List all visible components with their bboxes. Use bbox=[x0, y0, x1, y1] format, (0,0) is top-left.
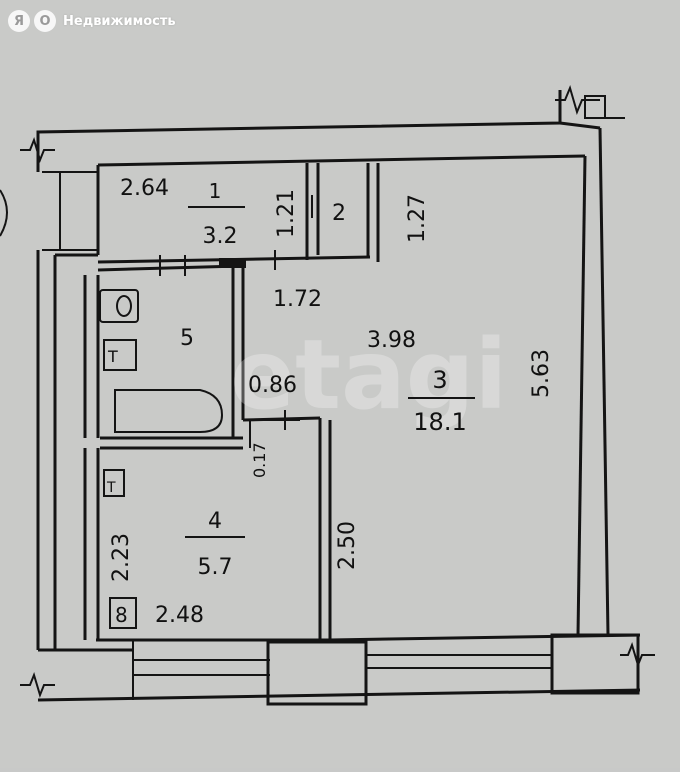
stove-box bbox=[109, 597, 137, 629]
dim-partition-length: 1.72 bbox=[273, 287, 322, 312]
dim-kitchen-partition: 2.50 bbox=[335, 521, 360, 570]
logo-circle-o: О bbox=[34, 10, 56, 32]
svg-text:4: 4 bbox=[208, 509, 222, 534]
svg-text:18.1: 18.1 bbox=[413, 408, 466, 436]
toilet-bowl-icon bbox=[116, 295, 132, 317]
bathroom-fixtures bbox=[99, 289, 224, 433]
svg-text:1: 1 bbox=[209, 179, 222, 203]
logo-circle-ya: Я bbox=[8, 10, 30, 32]
logo-brand-text: Недвижимость bbox=[63, 13, 176, 29]
break-marks-left bbox=[20, 136, 655, 699]
dim-room3-width: 3.98 bbox=[367, 328, 416, 353]
break-mark-top bbox=[555, 85, 625, 119]
dim-room1-width: 2.64 bbox=[120, 176, 169, 201]
dim-room1-depth: 1.21 bbox=[274, 189, 299, 238]
sink-icon bbox=[103, 339, 137, 371]
dim-passage-offset: 0.17 bbox=[250, 442, 269, 478]
dim-room3-length: 5.63 bbox=[529, 349, 554, 398]
svg-text:5.7: 5.7 bbox=[198, 555, 233, 580]
dim-kitchen-length: 2.23 bbox=[109, 533, 134, 582]
edge-arc bbox=[0, 189, 8, 237]
room-5-label: 5 bbox=[180, 326, 194, 351]
dim-passage-width: 0.86 bbox=[248, 373, 297, 398]
dim-kitchen-width: 2.48 bbox=[155, 603, 204, 628]
watermark-logo: Я О Недвижимость bbox=[8, 8, 176, 34]
room-3-label: 3 18.1 bbox=[408, 366, 475, 436]
svg-text:3: 3 bbox=[432, 366, 447, 394]
room-1-label: 1 3.2 bbox=[188, 179, 245, 249]
windows bbox=[132, 633, 640, 706]
door-marks bbox=[159, 195, 313, 448]
toilet-icon bbox=[99, 289, 139, 323]
room-4-label: 4 5.7 bbox=[185, 509, 245, 580]
bathtub-icon bbox=[114, 389, 224, 433]
kitchen-marker: Т bbox=[106, 480, 116, 496]
sink-marker: Т bbox=[107, 347, 118, 366]
dim-room2-depth: 1.27 bbox=[405, 194, 430, 243]
outer-walls bbox=[36, 90, 641, 702]
watermark-text: etagi bbox=[230, 319, 507, 431]
left-notch bbox=[42, 171, 98, 251]
kitchen-fixtures bbox=[103, 469, 137, 629]
room-2-label: 2 bbox=[332, 201, 346, 226]
svg-text:3.2: 3.2 bbox=[203, 224, 238, 249]
kitchen-box-label: 8 bbox=[115, 603, 128, 627]
kitchen-sink-icon bbox=[103, 469, 125, 497]
